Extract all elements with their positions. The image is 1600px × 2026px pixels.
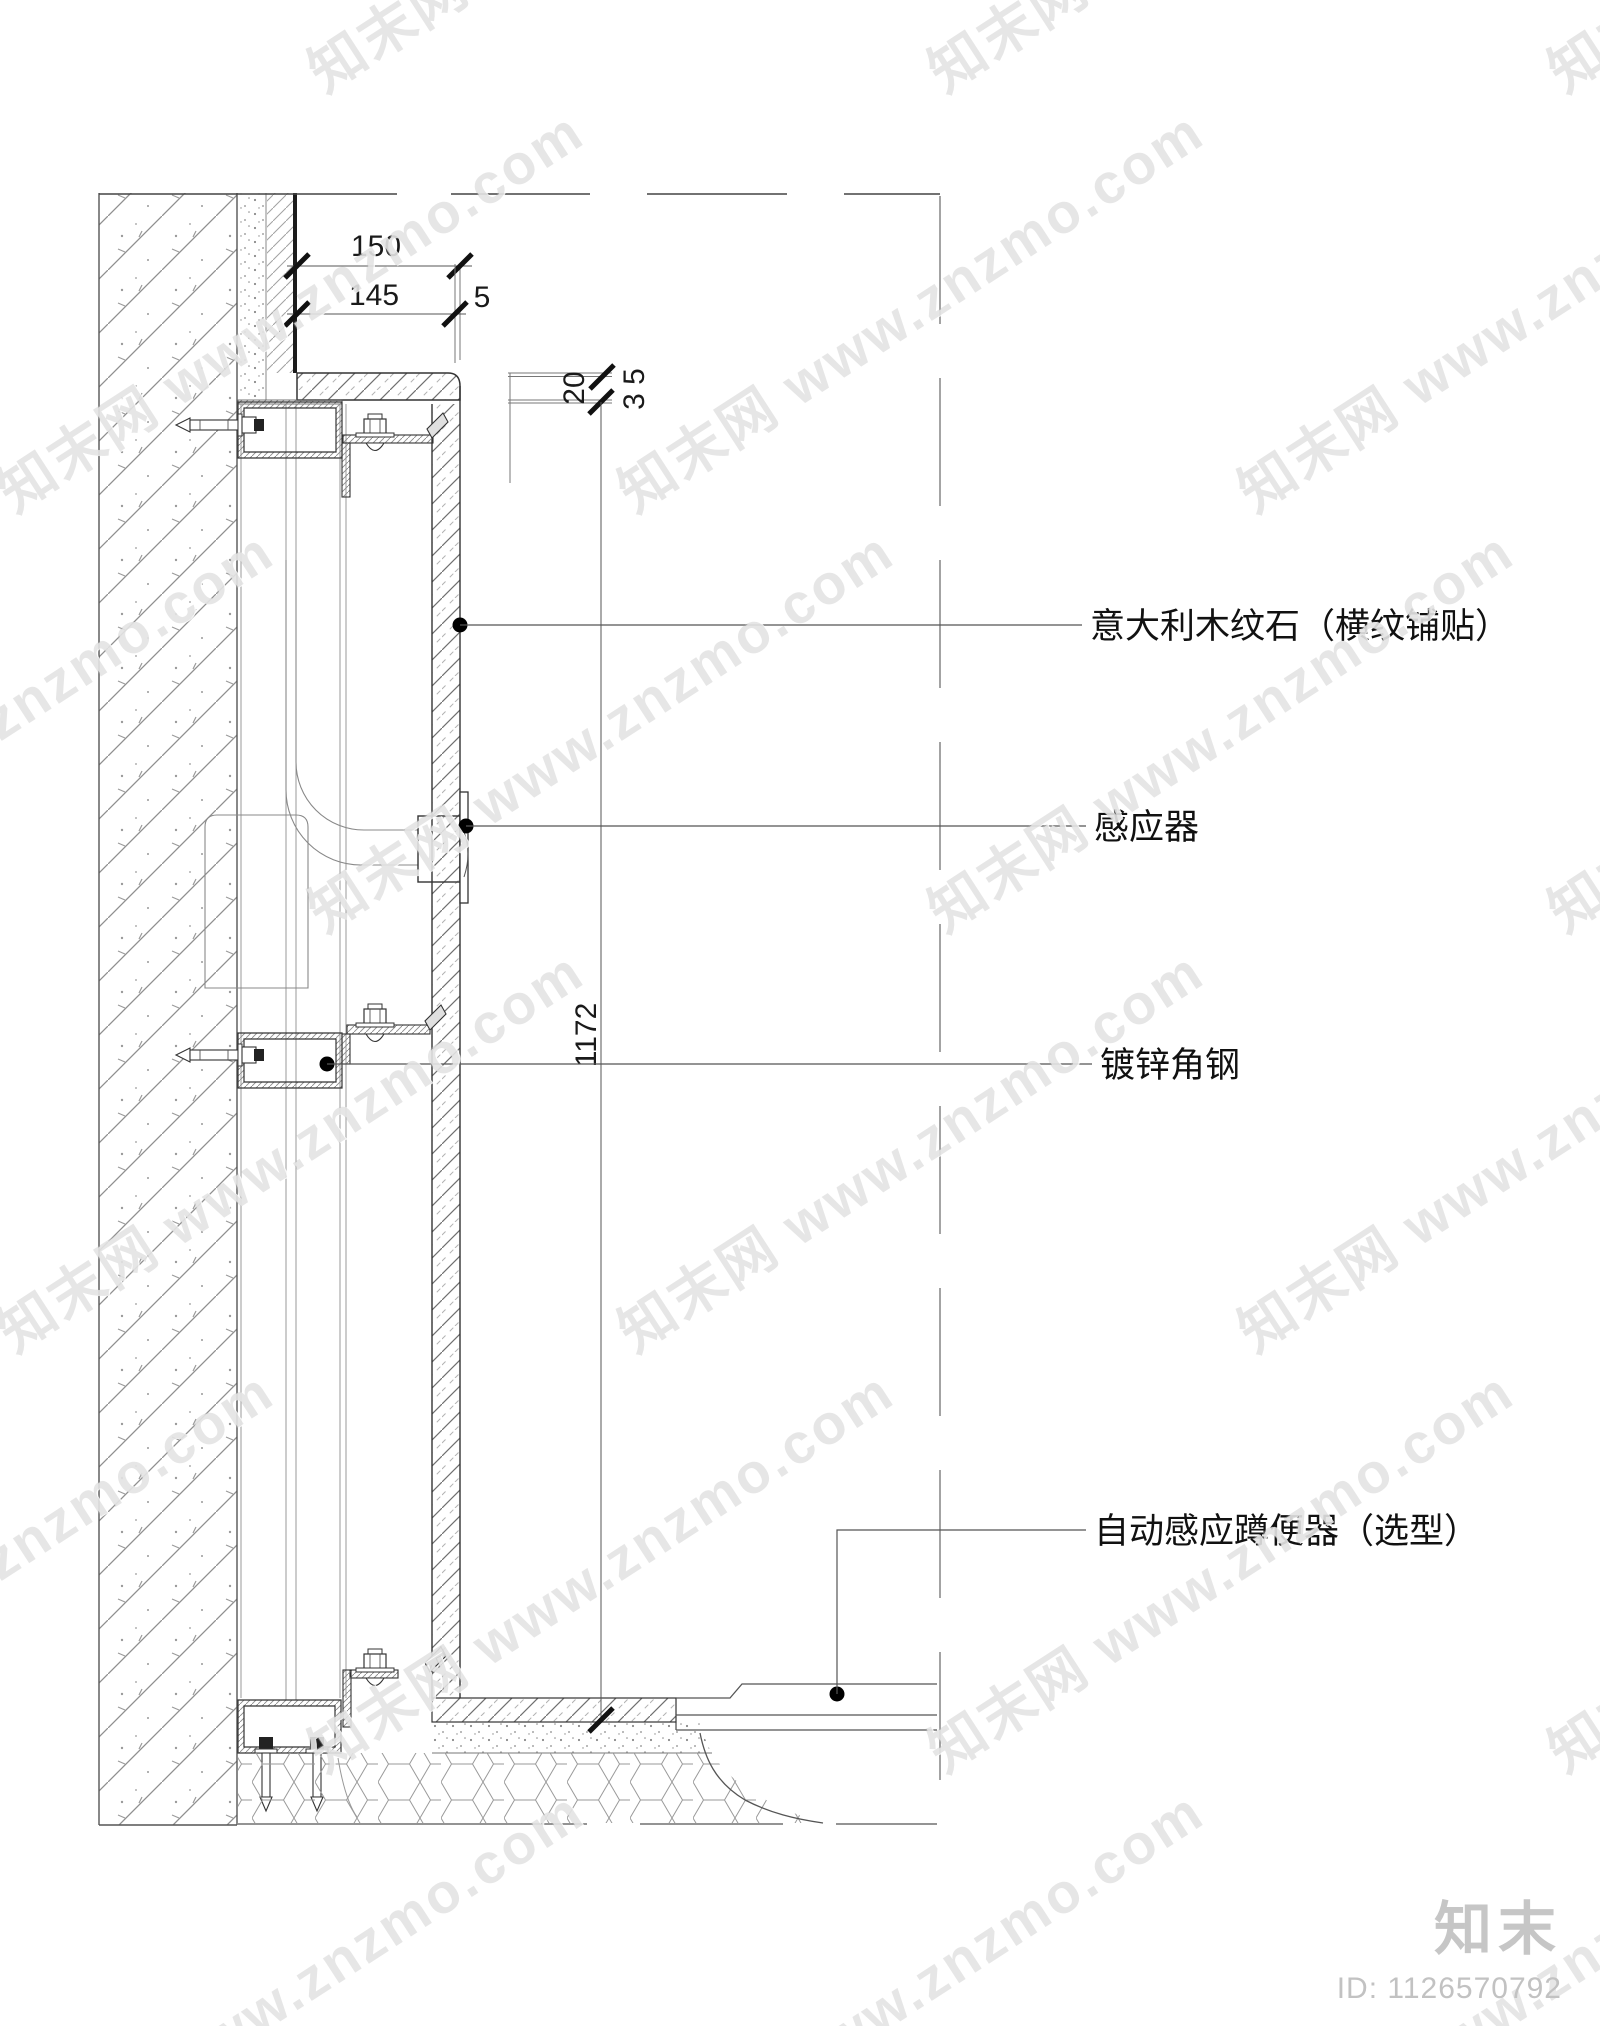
callout-stone-label: 意大利木纹石（横纹铺贴） <box>1090 607 1510 646</box>
floor-mortar-bed <box>432 1723 712 1754</box>
floor-stone-band <box>431 1697 677 1730</box>
anchor-bolt <box>174 1043 264 1067</box>
site-brand: 知末 ID: 1126570792 <box>1337 1882 1562 2006</box>
stone-anchor-bolt <box>355 413 395 452</box>
sensor-lens-arc <box>463 831 469 878</box>
dim-150-label: 150 <box>351 230 401 263</box>
squat-toilet <box>676 1683 937 1824</box>
asset-id: ID: 1126570792 <box>1336 1972 1562 2005</box>
wall-face-thick-line <box>293 193 297 373</box>
dimension-145-5: 145 5 <box>283 264 491 363</box>
sensor-box <box>417 791 469 904</box>
angle-steel-top <box>341 434 434 498</box>
adhesive-wedge <box>424 1646 447 1673</box>
callout-angle-steel-label: 镀锌角钢 <box>1100 1046 1240 1085</box>
toilet-bowl-curve <box>699 1732 824 1824</box>
dim-1172-label: 1172 <box>570 1003 603 1068</box>
znzmo-logo: 知末 <box>1433 1897 1562 1962</box>
dim-145-label: 145 <box>349 279 399 312</box>
dimension-1172: 1172 <box>570 402 615 1734</box>
dimension-150: 150 <box>283 230 474 360</box>
callout-toilet-label: 自动感应蹲便器（选型） <box>1094 1512 1479 1551</box>
dim-5-label: 5 <box>474 281 491 314</box>
wall-finish-layer <box>267 193 293 373</box>
callout-sensor: 感应器 <box>458 808 1199 847</box>
dim-35-label: 3 5 <box>618 368 651 410</box>
upper-bracket <box>174 401 449 498</box>
plaster-layer <box>238 193 267 400</box>
stone-top-band <box>237 372 461 405</box>
stone-anchor-bolt <box>355 1648 395 1687</box>
concrete-wall <box>98 193 238 1826</box>
dim-20-label: 20 <box>558 371 591 404</box>
callout-angle-steel: 镀锌角钢 <box>319 1046 1240 1085</box>
adhesive-wedge <box>424 1004 447 1031</box>
callout-sensor-label: 感应器 <box>1094 808 1199 847</box>
sensor-conduit <box>204 560 418 989</box>
stone-anchor-bolt <box>355 1003 395 1043</box>
stone-wall-panel <box>431 386 461 1698</box>
callout-stone: 意大利木纹石（横纹铺贴） <box>452 607 1510 646</box>
anchor-bolt <box>174 413 264 437</box>
concrete-slab-hex <box>238 1753 937 1825</box>
dimension-20-35: 20 3 5 <box>508 363 651 483</box>
adhesive-wedge <box>426 412 449 439</box>
callout-toilet: 自动感应蹲便器（选型） <box>829 1512 1479 1702</box>
angle-steel-middle <box>341 1024 431 1065</box>
